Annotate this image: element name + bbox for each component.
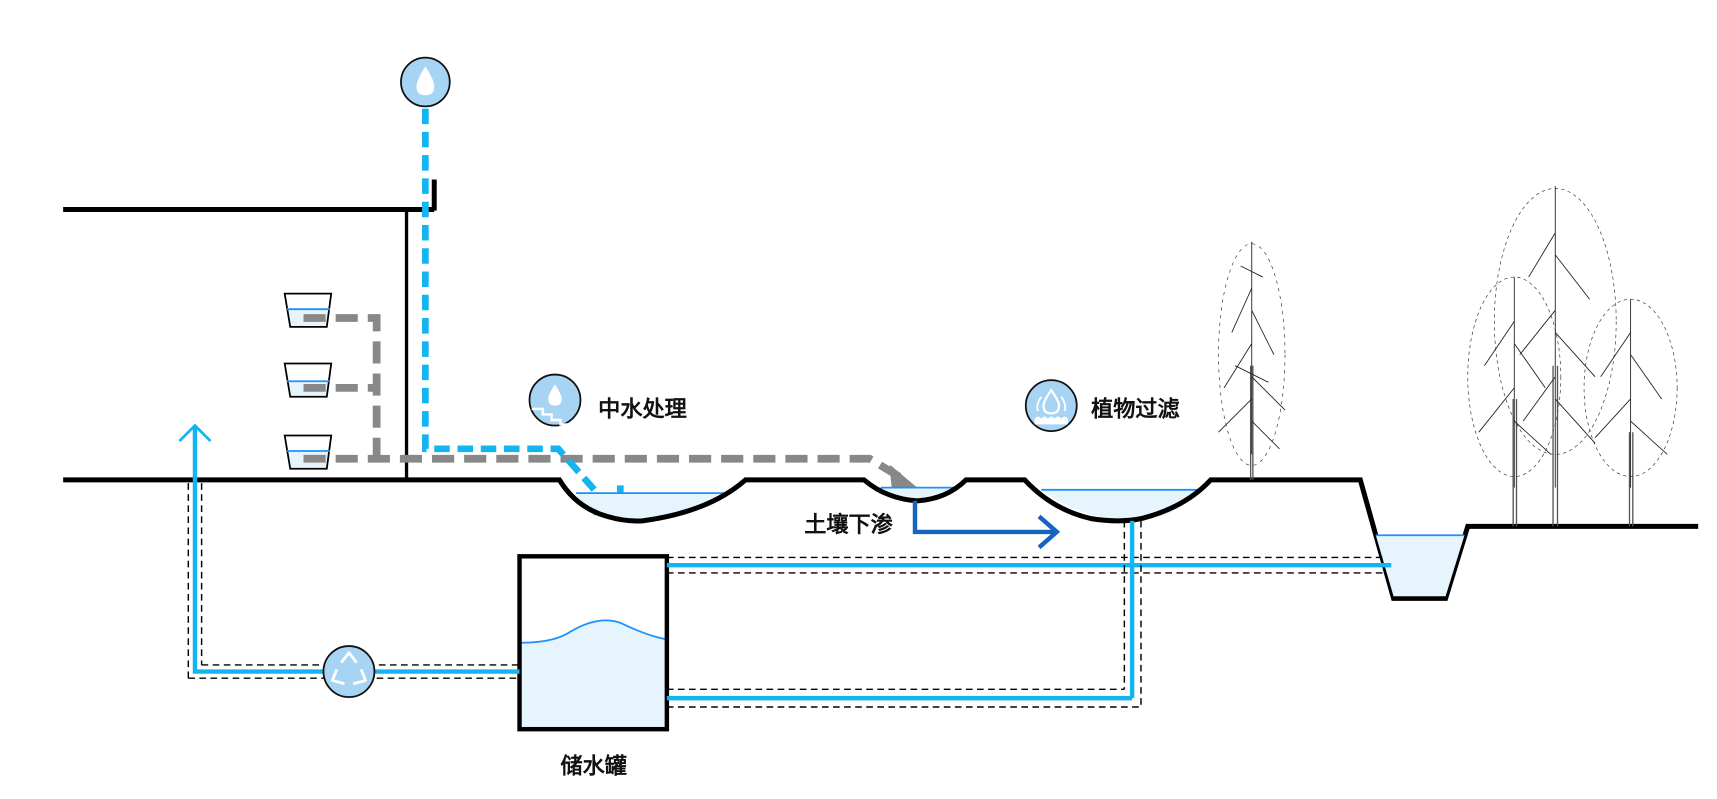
water-drop-icon: [400, 56, 451, 108]
underground-pipes: [178, 423, 1392, 708]
label-plant-filtration: 植物过滤: [1091, 397, 1180, 423]
tree-1: [1218, 241, 1286, 480]
label-soil-infiltration: 土壤下渗: [804, 512, 893, 538]
water-drop-stairs-icon: [528, 373, 582, 427]
label-storage-tank: 储水罐: [561, 754, 627, 780]
recycle-icon: [322, 645, 376, 698]
tree-3: [1494, 186, 1617, 527]
storage-tank: [517, 554, 670, 732]
infiltration-flow: [912, 500, 1061, 550]
indoor-tank-2: [283, 362, 333, 398]
building: [63, 179, 437, 483]
supply-arrowhead: [178, 423, 212, 443]
water-drops-waves-icon: [1024, 379, 1078, 432]
basin-1-water: [576, 493, 726, 521]
tree-2: [1467, 276, 1562, 527]
ground-profile: [63, 477, 1699, 601]
label-greywater-treatment: 中水处理: [598, 397, 687, 423]
greywater-arrowhead: [888, 465, 923, 492]
ground-line: [63, 477, 1699, 601]
rainwater-flow: [422, 108, 624, 516]
tree-4: [1583, 298, 1678, 527]
indoor-tank-3: [283, 434, 333, 470]
pond-water: [1375, 535, 1465, 597]
tank-outline: [517, 554, 670, 732]
tank-water: [520, 620, 667, 730]
trees: [1218, 186, 1678, 527]
